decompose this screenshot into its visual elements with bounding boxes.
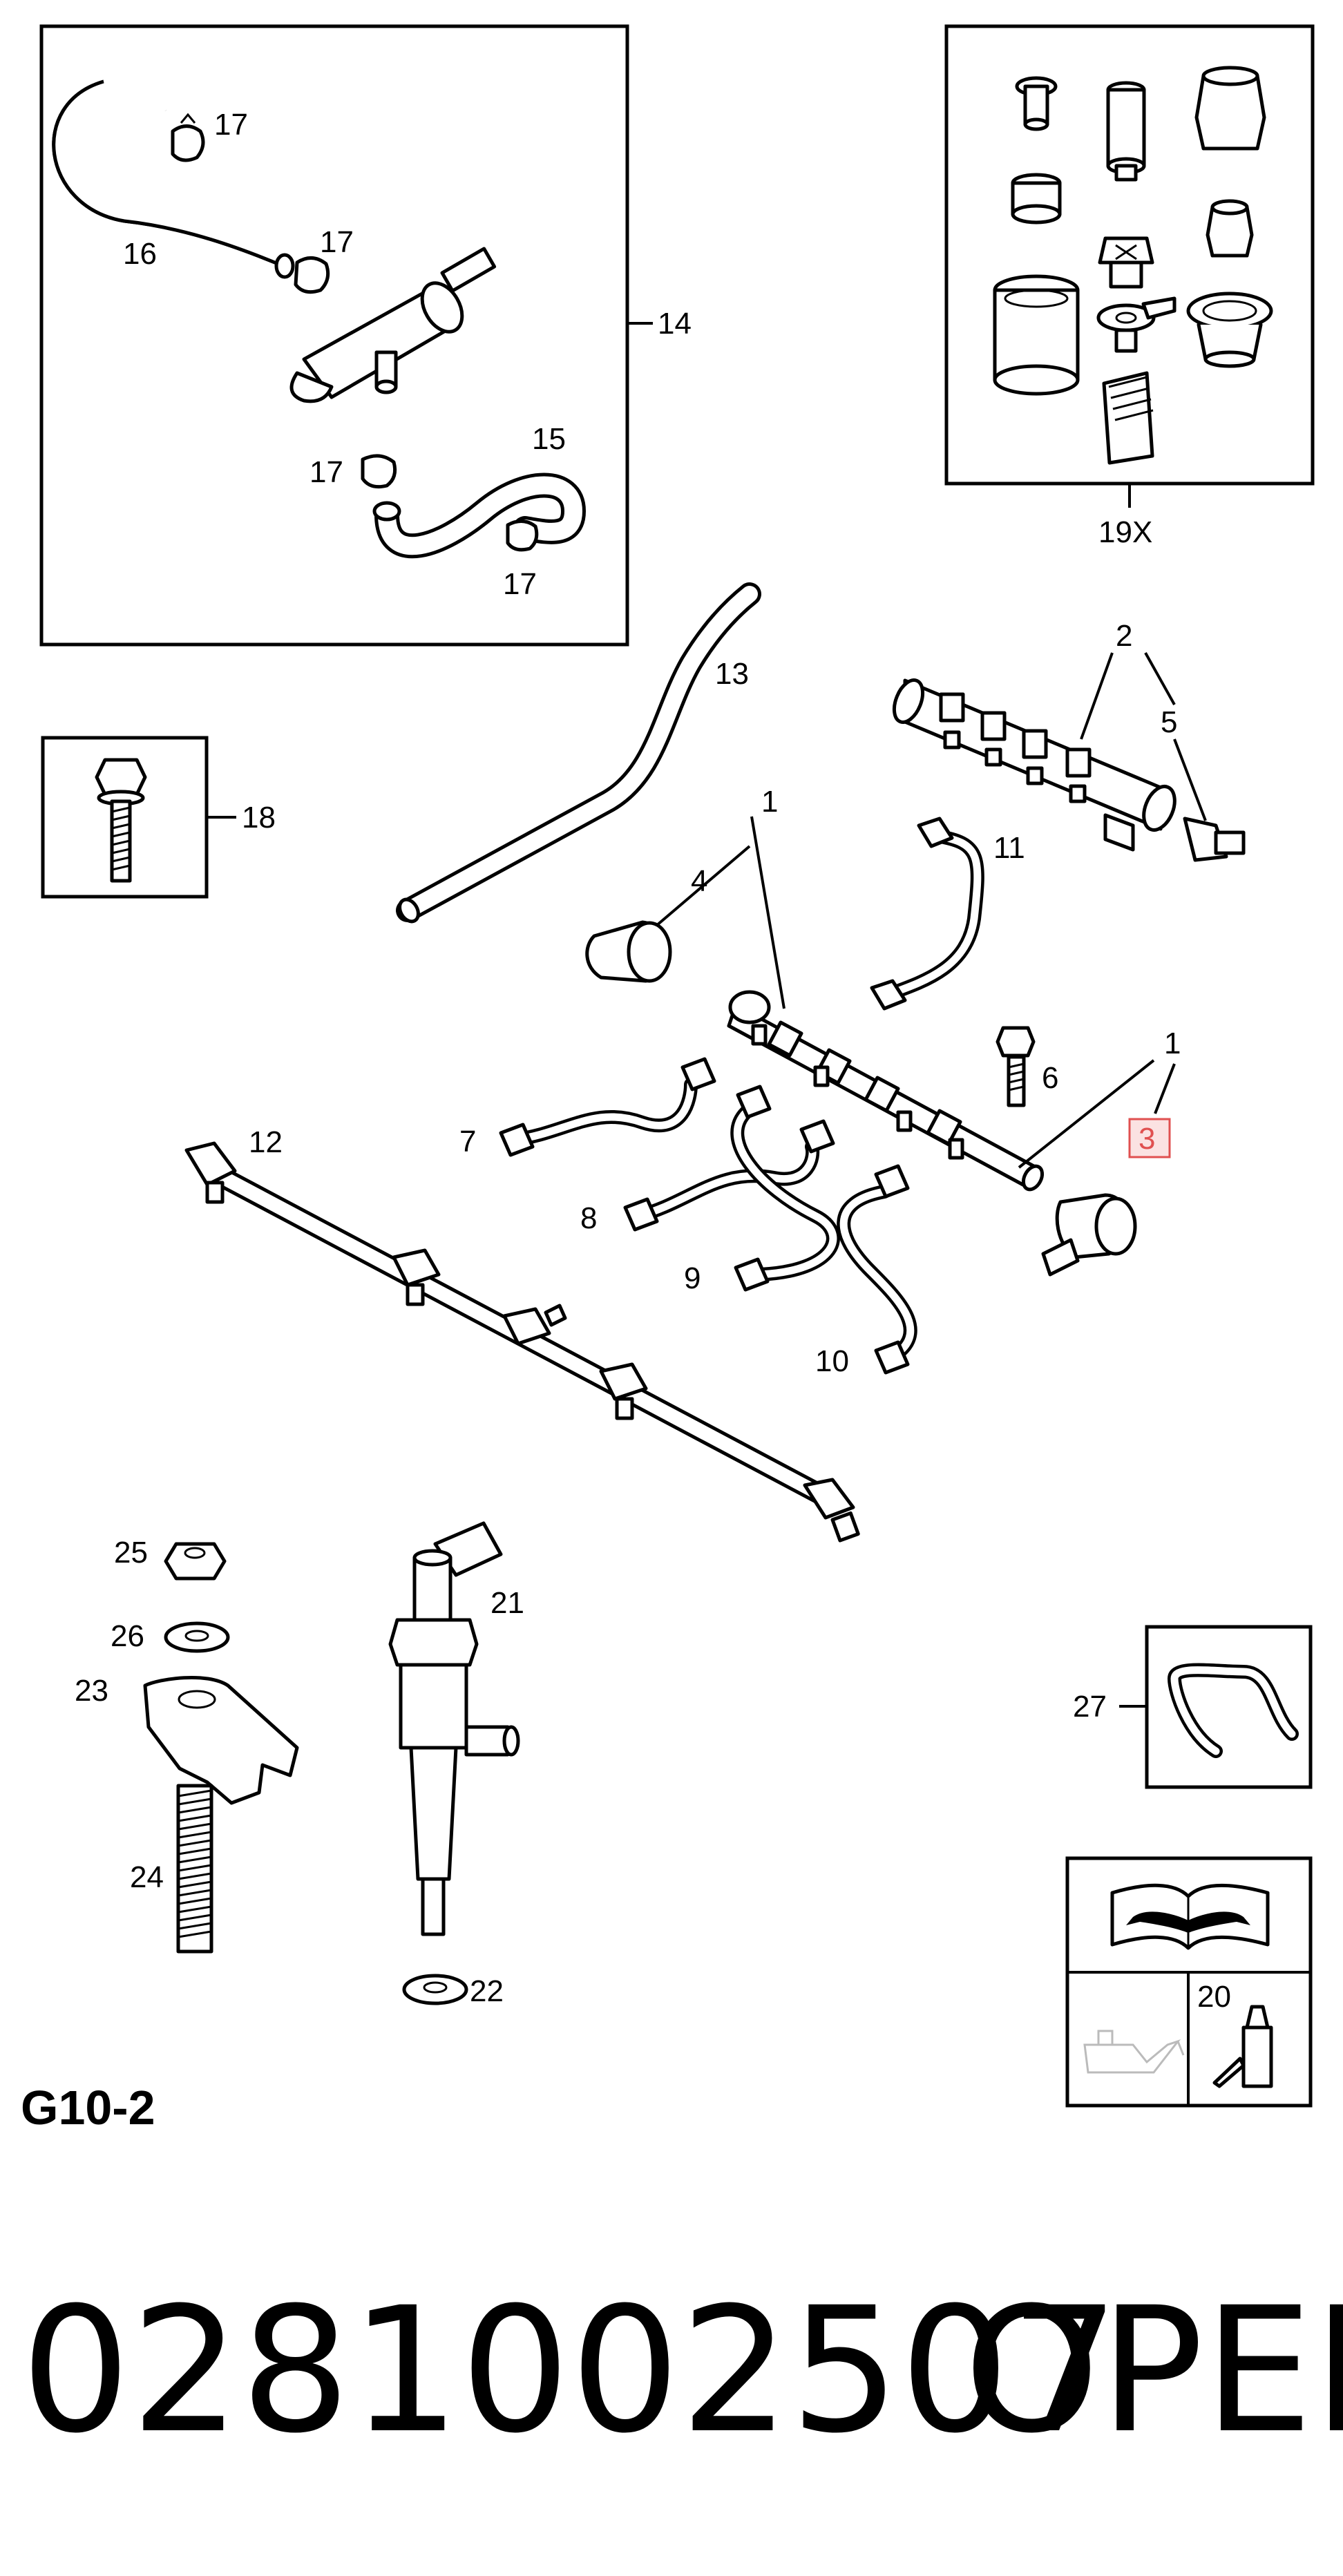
label-17-low: 17 [309,455,343,489]
group-box-20: 20 [1065,1856,1313,2108]
pipe-13: 13 [396,582,761,924]
kit-cap-small [1206,199,1254,258]
clamp-17-top [171,113,205,162]
label-17-top: 17 [214,108,248,142]
manual-book-icon [1110,1883,1270,1950]
label-17-mid: 17 [320,225,354,259]
fuel-rail-2 [892,678,1177,852]
pump-unit [289,247,497,403]
oil-can-icon [1083,2030,1185,2074]
label-16: 16 [123,237,157,271]
sealant-tube-icon [1212,2005,1273,2088]
label-1-right: 1 [1164,1027,1181,1060]
label-21: 21 [490,1586,524,1620]
label-17-right: 17 [503,567,537,601]
pipe-11: 11 [870,817,1025,1011]
label-11: 11 [993,831,1025,865]
nut-25: 25 [114,1536,227,1581]
label-10: 10 [815,1344,849,1378]
sensor-5 [1183,817,1246,862]
kit-plug [1015,76,1058,131]
kit-valve [1098,236,1154,289]
label-6: 6 [1042,1061,1058,1095]
kit-washer-tab [1096,296,1177,353]
rail-2-ports [939,692,1092,803]
label-4: 4 [691,864,707,898]
kit-sleeve [1106,81,1146,182]
kit-bush [1186,292,1273,368]
washer-22: 22 [402,1974,504,2008]
label-26: 26 [111,1619,144,1653]
group-box-18: 18 [41,736,276,899]
pipe-9: 9 [684,1085,840,1295]
label-15: 15 [532,422,566,456]
bolt-6: 6 [996,1026,1058,1107]
pipe-7: 7 [459,1057,716,1158]
label-13: 13 [715,657,749,691]
label-12: 12 [249,1125,283,1159]
clamp-17-mid [294,256,330,294]
label-3: 3 [1139,1122,1155,1156]
clamp-17-low [361,454,397,489]
washer-26: 26 [111,1619,230,1653]
kit-cup [993,274,1080,396]
group-box-19x: 19X [944,24,1315,549]
label-8: 8 [580,1201,597,1235]
kit-cap-large [1194,66,1266,151]
label-25: 25 [114,1536,148,1570]
label-9: 9 [684,1261,701,1295]
pipe-10: 10 [815,1164,917,1378]
label-22: 22 [470,1974,504,2008]
kit-leaflet [1102,371,1154,465]
bolt-18 [95,758,147,883]
label-3-highlight [1128,1118,1171,1158]
label-20: 20 [1197,1980,1231,2014]
clamp-23: 23 [75,1674,299,1805]
group-box-27: 27 [1073,1625,1313,1789]
stud-24: 24 [130,1784,213,1954]
label-23: 23 [75,1674,108,1708]
pressure-sensor-3 [1041,1193,1137,1277]
kit-grommet [1011,173,1062,225]
group-box-14: 14 16 17 17 17 [39,24,692,647]
label-24: 24 [130,1860,164,1894]
clamp-17-right [506,519,539,552]
clip-4: 4 [585,845,751,983]
injector-21: 21 [388,1521,524,1936]
footer-brand: OPEL [964,2270,1343,2471]
label-7: 7 [459,1125,476,1158]
sheet-code: G10-2 [21,2081,155,2135]
label-14: 14 [658,307,692,341]
footer-part-number: 0281002507 [21,2270,1120,2471]
label-5: 5 [1161,705,1177,739]
label-18: 18 [242,801,276,834]
label-19x: 19X [1098,515,1152,549]
pipe-8: 8 [580,1119,835,1235]
label-2: 2 [1116,619,1132,653]
label-1-top: 1 [761,785,778,819]
fuel-rail-1 [727,990,1045,1192]
return-line-12: 12 [184,1125,860,1543]
label-27: 27 [1073,1690,1107,1724]
